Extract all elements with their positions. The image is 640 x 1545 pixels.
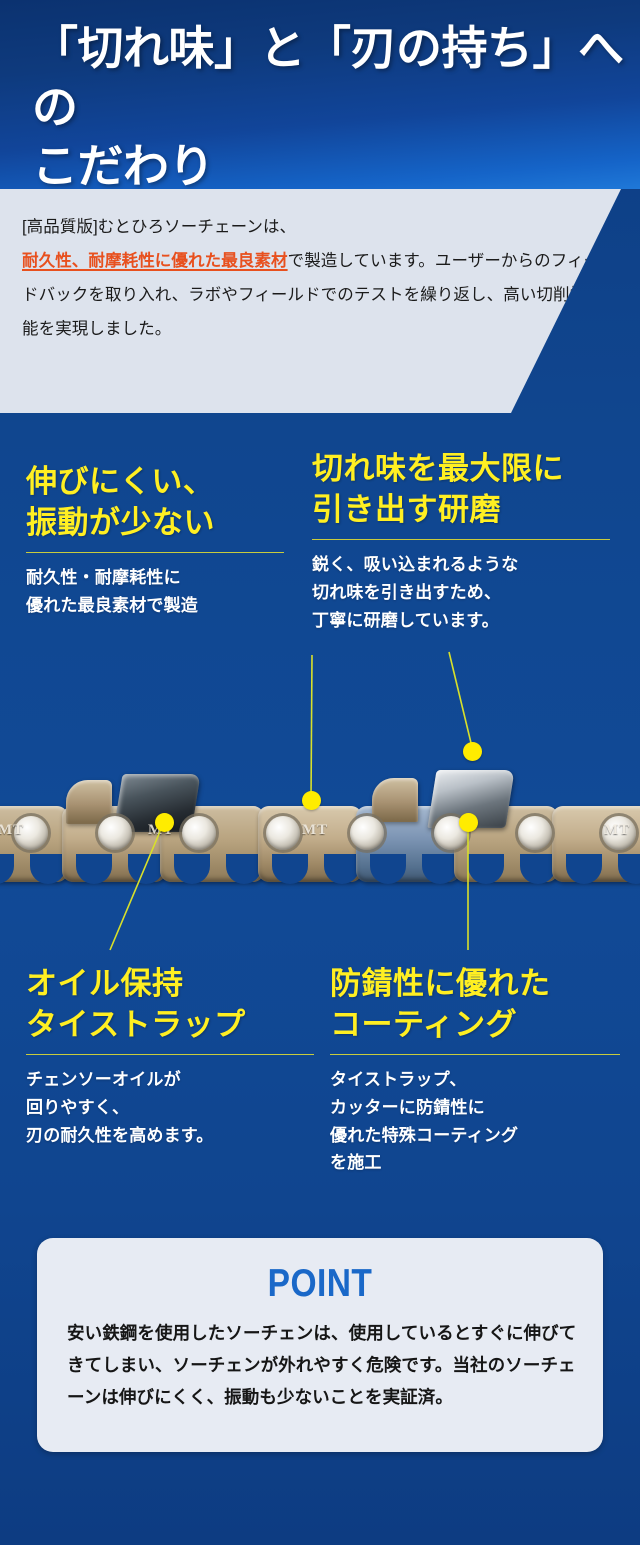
feature-body: 鋭く、吸い込まれるような 切れ味を引き出すため、 丁寧に研磨しています。: [312, 555, 519, 630]
callout-dot-sharpening: [302, 791, 321, 810]
intro-highlight: 耐久性、耐摩耗性に優れた最良素材: [22, 252, 288, 270]
feature-divider: [26, 552, 284, 554]
feature-divider: [312, 539, 610, 541]
feature-title: 伸びにくい、 振動が少ない: [26, 464, 215, 541]
callout-dot-coating-cutter: [463, 742, 482, 761]
feature-divider: [26, 1054, 314, 1056]
chain-rivet: [350, 816, 384, 850]
chain-rivet: [266, 816, 300, 850]
page-title: 「切れ味」と「刃の持ち」への こだわり: [32, 23, 624, 189]
depth-gauge: [66, 780, 112, 824]
intro-lead: [高品質版]むとひろソーチェーンは、: [22, 218, 297, 236]
feature-block-oil-retention: オイル保持 タイストラップ チェンソーオイルが 回りやすく、 刃の耐久性を高めま…: [26, 963, 314, 1149]
point-callout-box: POINT 安い鉄鋼を使用したソーチェンは、使用しているとすぐに伸びてきてしまい…: [37, 1238, 603, 1452]
feature-title: 切れ味を最大限に 引き出す研磨: [312, 451, 564, 528]
feature-title: オイル保持 タイストラップ: [26, 966, 246, 1043]
brand-mark-mt: MT: [302, 822, 329, 838]
feature-body: タイストラップ、 カッターに防錆性に 優れた特殊コーティング を施工: [330, 1070, 519, 1173]
feature-title: 防錆性に優れた コーティング: [330, 966, 551, 1043]
point-body-text: 安い鉄鋼を使用したソーチェンは、使用しているとすぐに伸びてきてしまい、ソーチェン…: [67, 1323, 577, 1407]
feature-body: 耐久性・耐摩耗性に 優れた最良素材で製造: [26, 568, 198, 615]
chain-rivet: [518, 816, 552, 850]
feature-block-durability: 伸びにくい、 振動が少ない 耐久性・耐摩耗性に 優れた最良素材で製造: [26, 461, 284, 620]
intro-rest: で製造しています。ユーザーからのフィードバックを取り入れ、ラボやフィールドでのテ…: [22, 252, 601, 338]
chain-rivet: [98, 816, 132, 850]
intro-paragraph: [高品質版]むとひろソーチェーンは、 耐久性、耐摩耗性に優れた最良素材で製造して…: [22, 210, 602, 346]
chain-rivet: [182, 816, 216, 850]
feature-body: チェンソーオイルが 回りやすく、 刃の耐久性を高めます。: [26, 1070, 214, 1145]
chain-rivet: [14, 816, 48, 850]
header-banner: 「切れ味」と「刃の持ち」への こだわり: [0, 0, 640, 189]
product-photo-chainsaw-chain: MT MT MT MT: [0, 700, 640, 950]
depth-gauge-coated: [372, 778, 418, 822]
feature-divider: [330, 1054, 620, 1056]
feature-block-sharpening: 切れ味を最大限に 引き出す研磨 鋭く、吸い込まれるような 切れ味を引き出すため、…: [312, 448, 610, 634]
feature-block-coating: 防錆性に優れた コーティング タイストラップ、 カッターに防錆性に 優れた特殊コ…: [330, 963, 620, 1177]
callout-dot-coating: [459, 813, 478, 832]
brand-mark-mt: MT: [604, 822, 631, 838]
intro-callout-panel: [高品質版]むとひろソーチェーンは、 耐久性、耐摩耗性に優れた最良素材で製造して…: [0, 189, 621, 413]
brand-mark-mt: MT: [0, 822, 25, 838]
chain-rivet: [602, 816, 636, 850]
callout-dot-oil: [155, 813, 174, 832]
point-heading: POINT: [267, 1262, 373, 1305]
chain-assembly: MT MT MT MT: [0, 770, 640, 918]
